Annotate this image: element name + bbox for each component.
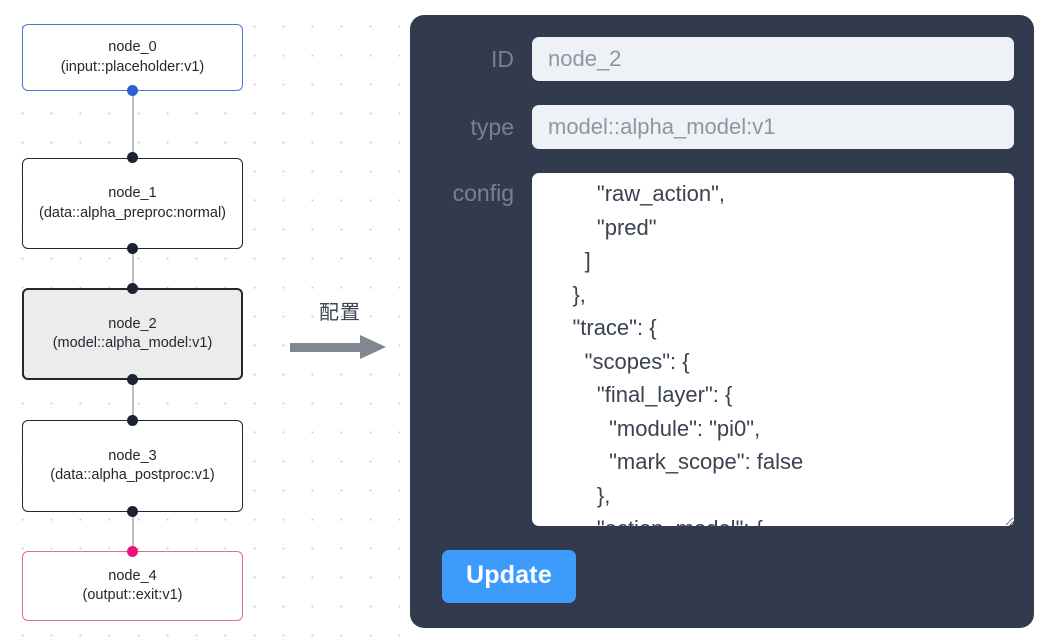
graph-node-node_3[interactable]: node_3 (data::alpha_postproc:v1) [22, 420, 243, 512]
config-field-label: config [452, 180, 514, 206]
node-subtitle: (input::placeholder:v1) [60, 58, 205, 75]
graph-node-node_2[interactable]: node_2 (model::alpha_model:v1) [22, 288, 243, 380]
port-node_4-in[interactable] [127, 546, 138, 557]
field-row-type: type [420, 105, 1014, 149]
config-textarea[interactable] [532, 173, 1014, 526]
id-field-label: ID [491, 46, 514, 72]
edge-node0-node1 [131, 91, 134, 163]
arrow-right-icon [290, 335, 390, 359]
graph-node-node_0[interactable]: node_0 (input::placeholder:v1) [22, 24, 243, 91]
port-node_3-out[interactable] [127, 506, 138, 517]
node-label: node_1 [108, 185, 157, 201]
port-node_2-in[interactable] [127, 283, 138, 294]
type-field-label: type [470, 114, 514, 140]
field-row-config: config [420, 173, 1014, 526]
port-node_3-in[interactable] [127, 415, 138, 426]
type-input[interactable] [532, 105, 1014, 149]
transition-annotation: 配置 [288, 296, 398, 359]
node-properties-panel: ID type config Update [410, 15, 1034, 628]
node-label: node_2 [108, 315, 157, 332]
port-node_2-out[interactable] [127, 374, 138, 385]
update-button[interactable]: Update [442, 550, 576, 603]
graph-canvas[interactable]: node_0 (input::placeholder:v1) node_1 (d… [0, 0, 400, 643]
port-node_0-out[interactable] [127, 85, 138, 96]
node-subtitle: (data::alpha_postproc:v1) [50, 467, 215, 483]
port-node_1-in[interactable] [127, 152, 138, 163]
node-label: node_3 [108, 447, 157, 464]
edge-node3-node4 [131, 512, 134, 556]
edge-node2-node3 [131, 380, 134, 425]
node-subtitle: (model::alpha_model:v1) [52, 335, 213, 351]
edge-node1-node2 [131, 249, 134, 293]
graph-node-node_4[interactable]: node_4 (output::exit:v1) [22, 551, 243, 621]
node-label: node_0 [108, 39, 157, 55]
port-node_1-out[interactable] [127, 243, 138, 254]
id-input[interactable] [532, 37, 1014, 81]
node-label: node_4 [108, 567, 157, 584]
graph-node-node_1[interactable]: node_1 (data::alpha_preproc:normal) [22, 158, 243, 249]
transition-label: 配置 [319, 302, 361, 324]
field-row-id: ID [420, 37, 1014, 81]
node-subtitle: (data::alpha_preproc:normal) [39, 204, 226, 221]
node-subtitle: (output::exit:v1) [82, 587, 183, 603]
